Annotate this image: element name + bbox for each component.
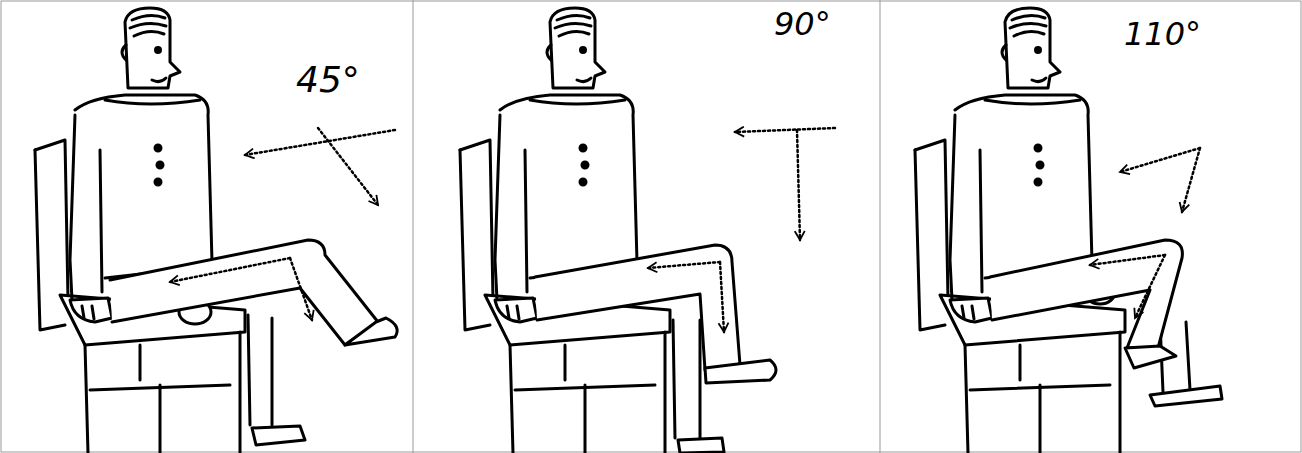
far-leg bbox=[673, 320, 700, 438]
shoe bbox=[1125, 346, 1176, 368]
angle-arrow bbox=[318, 128, 378, 205]
reference-arrow bbox=[245, 130, 395, 155]
angle-label: 110° bbox=[1124, 18, 1201, 50]
shoe bbox=[1150, 386, 1222, 406]
shoe bbox=[678, 438, 724, 453]
angle-arrow bbox=[797, 130, 800, 240]
panel-90 bbox=[460, 8, 776, 453]
seated-man bbox=[915, 8, 1125, 453]
thigh-arrow bbox=[170, 258, 290, 282]
far-leg bbox=[248, 315, 272, 425]
seated-man bbox=[460, 8, 670, 453]
angle-arrow bbox=[1182, 148, 1200, 212]
raised-leg bbox=[110, 240, 378, 345]
shank-arrow bbox=[720, 262, 724, 332]
angle-label: 90° bbox=[774, 8, 831, 40]
shoe bbox=[252, 426, 305, 445]
raised-leg bbox=[990, 240, 1182, 348]
angle-arrows bbox=[170, 128, 1200, 332]
thigh-arrow bbox=[648, 262, 720, 268]
thigh-arrow bbox=[1090, 255, 1165, 265]
panel-45 bbox=[35, 8, 397, 453]
shoe bbox=[345, 318, 397, 345]
shank-arrow bbox=[290, 258, 312, 320]
angle-label: 45° bbox=[296, 62, 360, 98]
panel-divider bbox=[413, 0, 414, 453]
shoe bbox=[705, 360, 776, 383]
seated-man bbox=[35, 8, 245, 453]
panel-110 bbox=[915, 8, 1222, 453]
reference-arrow bbox=[735, 128, 835, 132]
raised-leg bbox=[535, 245, 740, 370]
panel-divider bbox=[880, 0, 881, 453]
shank-arrow bbox=[1135, 255, 1165, 318]
reference-arrow bbox=[1120, 148, 1200, 172]
